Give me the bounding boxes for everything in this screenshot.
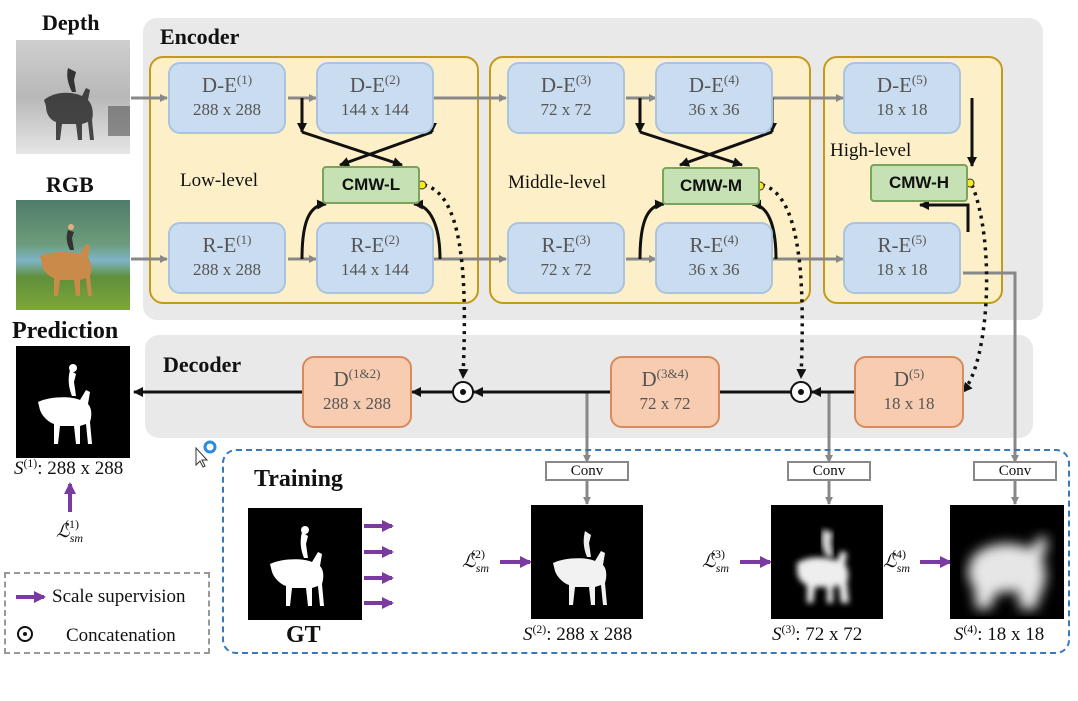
rgb-encoder-3: R-E(3) 72 x 72 xyxy=(507,222,625,294)
conv-block-2: Conv xyxy=(545,461,629,481)
decoder-block-5: D(5) 18 x 18 xyxy=(854,356,964,428)
legend-scale-supervision: Scale supervision xyxy=(52,586,186,607)
depth-encoder-4: D-E(4) 36 x 36 xyxy=(655,62,773,134)
legend-box xyxy=(4,572,210,654)
output-s4-label: S(4): 18 x 18 xyxy=(954,622,1045,645)
prediction-output-image xyxy=(16,346,130,458)
loss-2-label: ℒsm(2) xyxy=(462,547,490,575)
training-box xyxy=(222,449,1070,654)
cmw-low: CMW-L xyxy=(322,166,420,204)
depth-encoder-1: D-E(1) 288 x 288 xyxy=(168,62,286,134)
depth-label: Depth xyxy=(42,10,100,35)
depth-encoder-2: D-E(2) 144 x 144 xyxy=(316,62,434,134)
prediction-label: Prediction xyxy=(12,318,119,344)
decoder-title: Decoder xyxy=(163,352,242,377)
decoder-block-3-4: D(3&4) 72 x 72 xyxy=(610,356,720,428)
cmw-high: CMW-H xyxy=(870,164,968,202)
depth-encoder-3: D-E(3) 72 x 72 xyxy=(507,62,625,134)
side-output-s4-image xyxy=(950,505,1064,619)
training-title: Training xyxy=(254,466,343,492)
rgb-encoder-1: R-E(1) 288 x 288 xyxy=(168,222,286,294)
conv-block-3: Conv xyxy=(787,461,871,481)
encoder-title: Encoder xyxy=(160,24,240,49)
loss-4-label: ℒsm(4) xyxy=(883,547,911,575)
decoder-block-1-2: D(1&2) 288 x 288 xyxy=(302,356,412,428)
concatenation-icon xyxy=(452,381,812,403)
loss-3-label: ℒsm(3) xyxy=(702,547,730,575)
output-s3-label: S(3): 72 x 72 xyxy=(772,622,863,645)
ground-truth-label: GT xyxy=(286,622,321,648)
depth-input-image xyxy=(16,40,130,154)
conv-block-4: Conv xyxy=(973,461,1057,481)
rgb-input-image xyxy=(16,200,130,310)
rgb-encoder-2: R-E(2) 144 x 144 xyxy=(316,222,434,294)
output-s2-label: S(2): 288 x 288 xyxy=(523,622,633,645)
rgb-label: RGB xyxy=(46,172,94,197)
side-output-s3-image xyxy=(771,505,883,619)
rgb-encoder-4: R-E(4) 36 x 36 xyxy=(655,222,773,294)
high-level-label: High-level xyxy=(830,140,912,161)
middle-level-label: Middle-level xyxy=(508,172,607,193)
output-s1-label: S(1): 288 x 288 xyxy=(14,456,124,479)
ground-truth-image xyxy=(248,508,362,620)
side-output-s2-image xyxy=(531,505,643,619)
depth-encoder-5: D-E(5) 18 x 18 xyxy=(843,62,961,134)
rgb-encoder-5: R-E(5) 18 x 18 xyxy=(843,222,961,294)
concatenation-legend-icon xyxy=(17,626,33,642)
cmw-middle: CMW-M xyxy=(662,167,760,205)
legend-concatenation: Concatenation xyxy=(66,625,176,646)
low-level-label: Low-level xyxy=(180,170,259,191)
loss-1-label: ℒsm(1) xyxy=(56,517,84,545)
